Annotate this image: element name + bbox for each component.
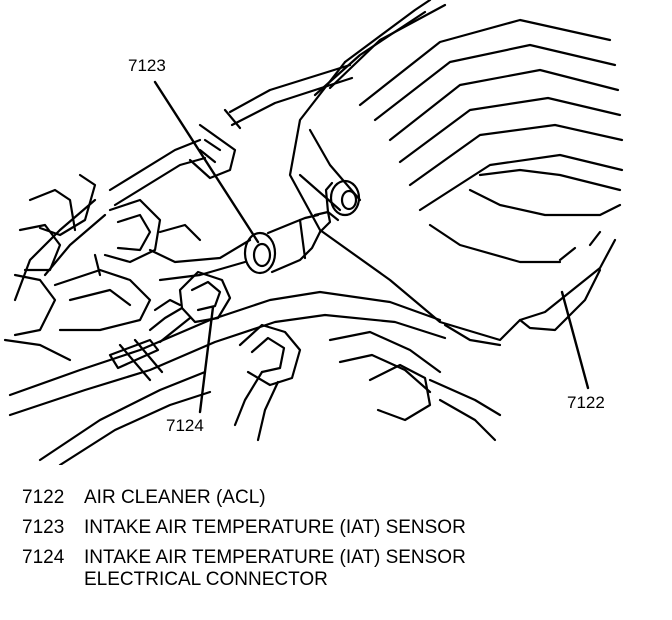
legend-number: 7124 xyxy=(22,547,65,568)
breather-hose xyxy=(13,63,354,302)
lower-hoses xyxy=(233,323,502,442)
leader-7124 xyxy=(198,305,215,414)
callout-7123: 7123 xyxy=(128,56,166,75)
parts-legend: 7122 AIR CLEANER (ACL) 7123 INTAKE AIR T… xyxy=(22,487,662,599)
housing-grommet xyxy=(324,179,361,222)
legend-row: 7122 AIR CLEANER (ACL) xyxy=(22,487,662,509)
legend-line: ELECTRICAL CONNECTOR xyxy=(84,569,328,590)
wiring-harness xyxy=(8,238,447,465)
throttle-body xyxy=(3,173,202,362)
legend-description: AIR CLEANER (ACL) xyxy=(84,487,662,509)
callout-7122: 7122 xyxy=(567,393,605,412)
legend-line: INTAKE AIR TEMPERATURE (IAT) SENSOR xyxy=(84,517,466,538)
legend-number: 7123 xyxy=(22,517,65,538)
engine-compartment-illustration xyxy=(3,0,624,465)
iat-sensor xyxy=(243,210,332,275)
legend-description: INTAKE AIR TEMPERATURE (IAT) SENSOR ELEC… xyxy=(84,547,662,591)
legend-row: 7124 INTAKE AIR TEMPERATURE (IAT) SENSOR… xyxy=(22,547,662,591)
legend-description: INTAKE AIR TEMPERATURE (IAT) SENSOR xyxy=(84,517,662,539)
legend-number: 7122 xyxy=(22,487,65,508)
leader-lines xyxy=(153,80,590,414)
legend-line: AIR CLEANER (ACL) xyxy=(84,487,266,508)
leader-7122 xyxy=(560,290,590,390)
air-cleaner-housing xyxy=(288,0,624,347)
iat-connector xyxy=(148,270,232,344)
callout-7124: 7124 xyxy=(166,416,204,435)
leader-7123 xyxy=(153,80,260,244)
legend-row: 7123 INTAKE AIR TEMPERATURE (IAT) SENSOR xyxy=(22,517,662,539)
legend-line: INTAKE AIR TEMPERATURE (IAT) SENSOR xyxy=(84,547,466,568)
